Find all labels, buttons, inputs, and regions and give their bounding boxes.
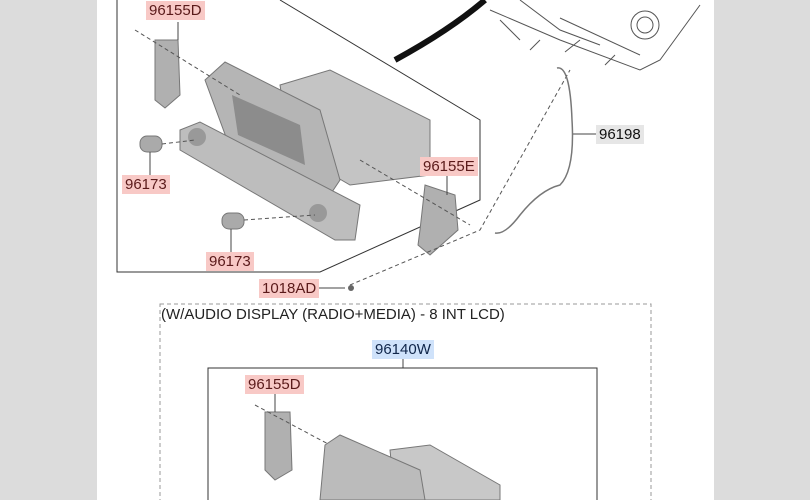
part-label-96173[interactable]: 96173	[206, 252, 254, 271]
part-label-96155D[interactable]: 96155D	[245, 375, 304, 394]
solid-leaders	[149, 22, 597, 412]
variant-box	[159, 303, 652, 500]
part-label-1018AD[interactable]: 1018AD	[259, 279, 320, 298]
head-unit-lower	[319, 434, 501, 500]
assembly-box-bottom	[207, 367, 598, 500]
knobs	[139, 135, 245, 230]
dashboard-sketch	[489, 0, 701, 71]
head-unit-upper	[179, 61, 431, 241]
harness-black	[393, 0, 487, 63]
part-label-96198[interactable]: 96198	[596, 125, 644, 144]
part-label-96155E[interactable]: 96155E	[420, 157, 478, 176]
assembly-box-top	[116, 0, 481, 273]
antenna-cable	[494, 67, 574, 234]
diagram-sheet	[97, 0, 714, 500]
part-label-96140W[interactable]: 96140W	[372, 340, 434, 359]
leader-lines	[134, 29, 571, 446]
screw	[348, 285, 354, 291]
variant-note: (W/AUDIO DISPLAY (RADIO+MEDIA) - 8 INT L…	[161, 306, 505, 323]
brackets	[154, 39, 459, 481]
part-label-96155D[interactable]: 96155D	[146, 1, 205, 20]
part-label-96173[interactable]: 96173	[122, 175, 170, 194]
